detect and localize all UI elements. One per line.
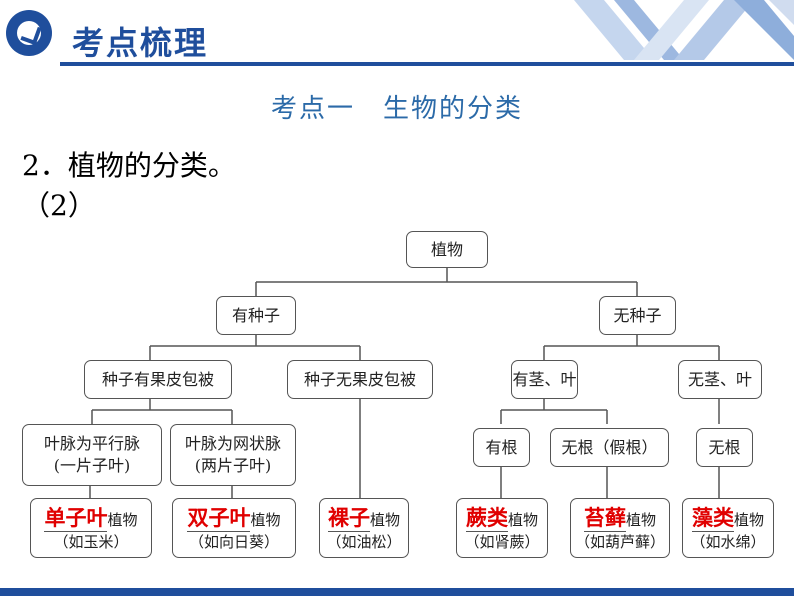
node-seed-with-coat: 种子有果皮包被 — [84, 360, 232, 399]
answer-algae: 藻类 — [691, 504, 734, 532]
parallel-veins-label: 叶脉为平行脉 — [43, 434, 140, 454]
answer-moss: 苔藓 — [583, 504, 626, 532]
node-no-stem-leaf: 无茎、叶 — [678, 360, 762, 399]
node-no-root: 无根 — [696, 428, 753, 467]
leaf-monocot-example: （如玉米） — [53, 533, 129, 552]
leaf-gymnosperm: 裸子植物 （如油松） — [319, 498, 409, 558]
parallel-veins-note: (一片子叶) — [53, 456, 131, 475]
node-parallel-veins: 叶脉为平行脉 (一片子叶) — [22, 424, 162, 486]
leaf-fern-suffix: 植物 — [507, 510, 538, 529]
node-has-root: 有根 — [473, 428, 530, 467]
question-subheading: （2） — [22, 189, 96, 222]
leaf-dicot-example: （如向日葵） — [188, 533, 279, 552]
logo-icon — [6, 10, 52, 56]
bottom-bar — [0, 588, 794, 596]
leaf-monocot: 单子叶植物 （如玉米） — [30, 498, 152, 558]
leaf-dicot-suffix: 植物 — [250, 510, 281, 529]
leaf-moss-example: （如葫芦藓） — [574, 533, 665, 552]
node-seed-without-coat: 种子无果皮包被 — [287, 360, 433, 399]
leaf-fern-example: （如肾蕨） — [464, 533, 540, 552]
answer-gymnosperm: 裸子 — [327, 504, 370, 532]
answer-monocot: 单子叶 — [44, 504, 108, 532]
answer-dicot: 双子叶 — [187, 504, 251, 532]
node-without-seeds: 无种子 — [599, 296, 676, 335]
slide-header: 考点梳理 — [0, 0, 794, 78]
node-stem-leaf: 有茎、叶 — [511, 360, 578, 399]
leaf-algae-suffix: 植物 — [733, 510, 764, 529]
answer-fern: 蕨类 — [465, 504, 508, 532]
leaf-moss-suffix: 植物 — [625, 510, 656, 529]
leaf-fern: 蕨类植物 （如肾蕨） — [456, 498, 548, 558]
reticulate-veins-note: (两片子叶) — [194, 456, 272, 475]
leaf-moss: 苔藓植物 （如葫芦藓） — [570, 498, 670, 558]
node-no-root-false: 无根（假根） — [550, 428, 669, 467]
node-reticulate-veins: 叶脉为网状脉 (两片子叶) — [170, 424, 296, 486]
reticulate-veins-label: 叶脉为网状脉 — [184, 434, 281, 454]
header-title: 考点梳理 — [72, 24, 209, 62]
question-heading: 2．植物的分类。 — [22, 149, 236, 182]
leaf-dicot: 双子叶植物 （如向日葵） — [172, 498, 296, 558]
leaf-gymnosperm-suffix: 植物 — [369, 510, 400, 529]
leaf-monocot-suffix: 植物 — [107, 510, 138, 529]
decorative-stripes — [574, 0, 794, 60]
node-plants: 植物 — [406, 231, 488, 268]
leaf-algae-example: （如水绵） — [690, 533, 766, 552]
header-divider — [60, 62, 794, 66]
section-subtitle: 考点一 生物的分类 — [270, 94, 523, 124]
leaf-gymnosperm-example: （如油松） — [326, 533, 402, 552]
leaf-algae: 藻类植物 （如水绵） — [682, 498, 774, 558]
node-with-seeds: 有种子 — [216, 296, 296, 335]
